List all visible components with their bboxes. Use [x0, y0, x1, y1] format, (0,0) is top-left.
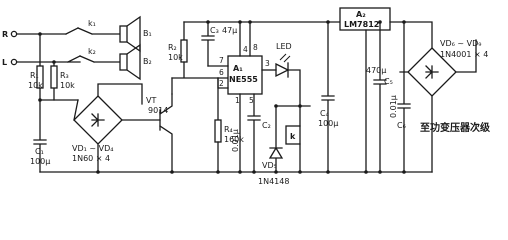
capacitor-c3-label: C₃: [210, 26, 219, 35]
resistor-r2-label: R₂: [168, 43, 177, 52]
resistor-r1-label: R₁: [30, 71, 39, 80]
ic-ne555-name: A₁: [233, 64, 243, 73]
capacitor-c4-value: 100μ: [318, 119, 338, 128]
terminal-l-label: L: [2, 58, 7, 67]
speaker-b1-label: B₁: [143, 29, 152, 38]
bridge-right-part: 1N4001 × 4: [440, 50, 488, 59]
switch-k1-blade: [65, 27, 79, 35]
resistor-r4-value: 160k: [224, 135, 244, 144]
capacitor-c1-label: C₁: [35, 147, 44, 156]
top-rail-left: [171, 21, 341, 95]
input-terminals: R L: [2, 30, 18, 67]
bridge-rectifier-right: [399, 39, 477, 173]
capacitor-c5: [373, 21, 387, 173]
ic-pin-1: 1: [235, 96, 240, 105]
ic-lm7812: [339, 7, 391, 31]
switch-k2-blade: [67, 55, 81, 63]
l-signal-wire: [16, 55, 121, 63]
ic-pin-3: 3: [265, 59, 270, 68]
resistor-r3-label: R₃: [60, 71, 69, 80]
capacitor-c5-label: C₅: [384, 77, 393, 86]
transistor-vt-name: VT: [146, 96, 156, 105]
ic-ne555: [227, 55, 263, 95]
ic-pin-5: 5: [249, 96, 254, 105]
speaker-b2: B₂: [119, 43, 152, 81]
regulator-in-wire: [389, 21, 433, 49]
ic-lm7812-name: A₂: [356, 10, 366, 19]
capacitor-c1: [33, 99, 47, 173]
ic-pin-4: 4: [243, 45, 248, 54]
bridge-rectifier-left: [73, 83, 143, 173]
capacitor-c4: [321, 21, 335, 173]
led-to-relay-wire: [287, 69, 301, 107]
diode-vd5: [268, 105, 284, 173]
bridge-left-name: VD₁ ~ VD₄: [72, 144, 113, 153]
terminal-r-label: R: [2, 30, 8, 39]
transistor-vt: [121, 93, 173, 173]
bridge-left-part: 1N60 × 4: [72, 154, 110, 163]
r2-bottom-wire: [171, 61, 229, 79]
resistor-r3-value: 10k: [60, 81, 75, 90]
resistor-r2-value: 10k: [168, 53, 183, 62]
terminal-r-dot: [10, 30, 18, 38]
output-note: 至功变压器次级: [420, 121, 491, 134]
capacitor-c4-label: C₄: [320, 109, 329, 118]
capacitor-c5-value: 0.01μ: [389, 95, 398, 118]
capacitor-c6: [397, 21, 411, 173]
capacitor-c2-value: 0.01μ: [231, 129, 240, 152]
resistor-r3: [50, 65, 58, 89]
capacitor-c6-value: 470μ: [366, 66, 386, 75]
ic-pin-6: 6: [219, 68, 224, 77]
capacitor-c3-value: 47μ: [222, 26, 237, 35]
resistor-r4-label: R₄: [224, 125, 233, 134]
diode-vd5-name: VD₅: [262, 161, 277, 170]
resistor-r4: [214, 119, 222, 143]
switch-k2-label: k₂: [88, 47, 96, 56]
transistor-vt-part: 9014: [148, 106, 168, 115]
resistor-r1-value: 10k: [28, 81, 43, 90]
terminal-l-dot: [10, 58, 18, 66]
ic-pin-2: 2: [219, 79, 224, 88]
relay-k-label: k: [290, 132, 296, 141]
ic-pin-8: 8: [253, 43, 258, 52]
speaker-b2-label: B₂: [143, 57, 152, 66]
diode-vd5-part: 1N4148: [258, 177, 289, 186]
capacitor-c3: [201, 21, 215, 67]
relay-k: [285, 125, 301, 145]
led-label: LED: [276, 42, 292, 51]
speaker-b1: B₁: [119, 15, 152, 53]
switch-k1-label: k₁: [88, 19, 96, 28]
circuit-diagram: R L k₁ k₂ B₁ B₂ R₁ 10k R₃ 10k C₁ 100μ VD…: [2, 7, 491, 186]
ic-pin-7: 7: [219, 56, 224, 65]
capacitor-c2: [247, 93, 261, 173]
ic-lm7812-part: LM7812: [344, 20, 379, 29]
led-diode: [275, 53, 291, 78]
bridge-right-name: VD₆ ~ VD₉: [440, 39, 481, 48]
ic-ne555-part: NE555: [229, 75, 258, 84]
resistor-r1: [36, 65, 44, 89]
capacitor-c2-label: C₂: [262, 121, 271, 130]
capacitor-c6-label: C₆: [397, 121, 406, 130]
capacitor-c1-value: 100μ: [30, 157, 50, 166]
